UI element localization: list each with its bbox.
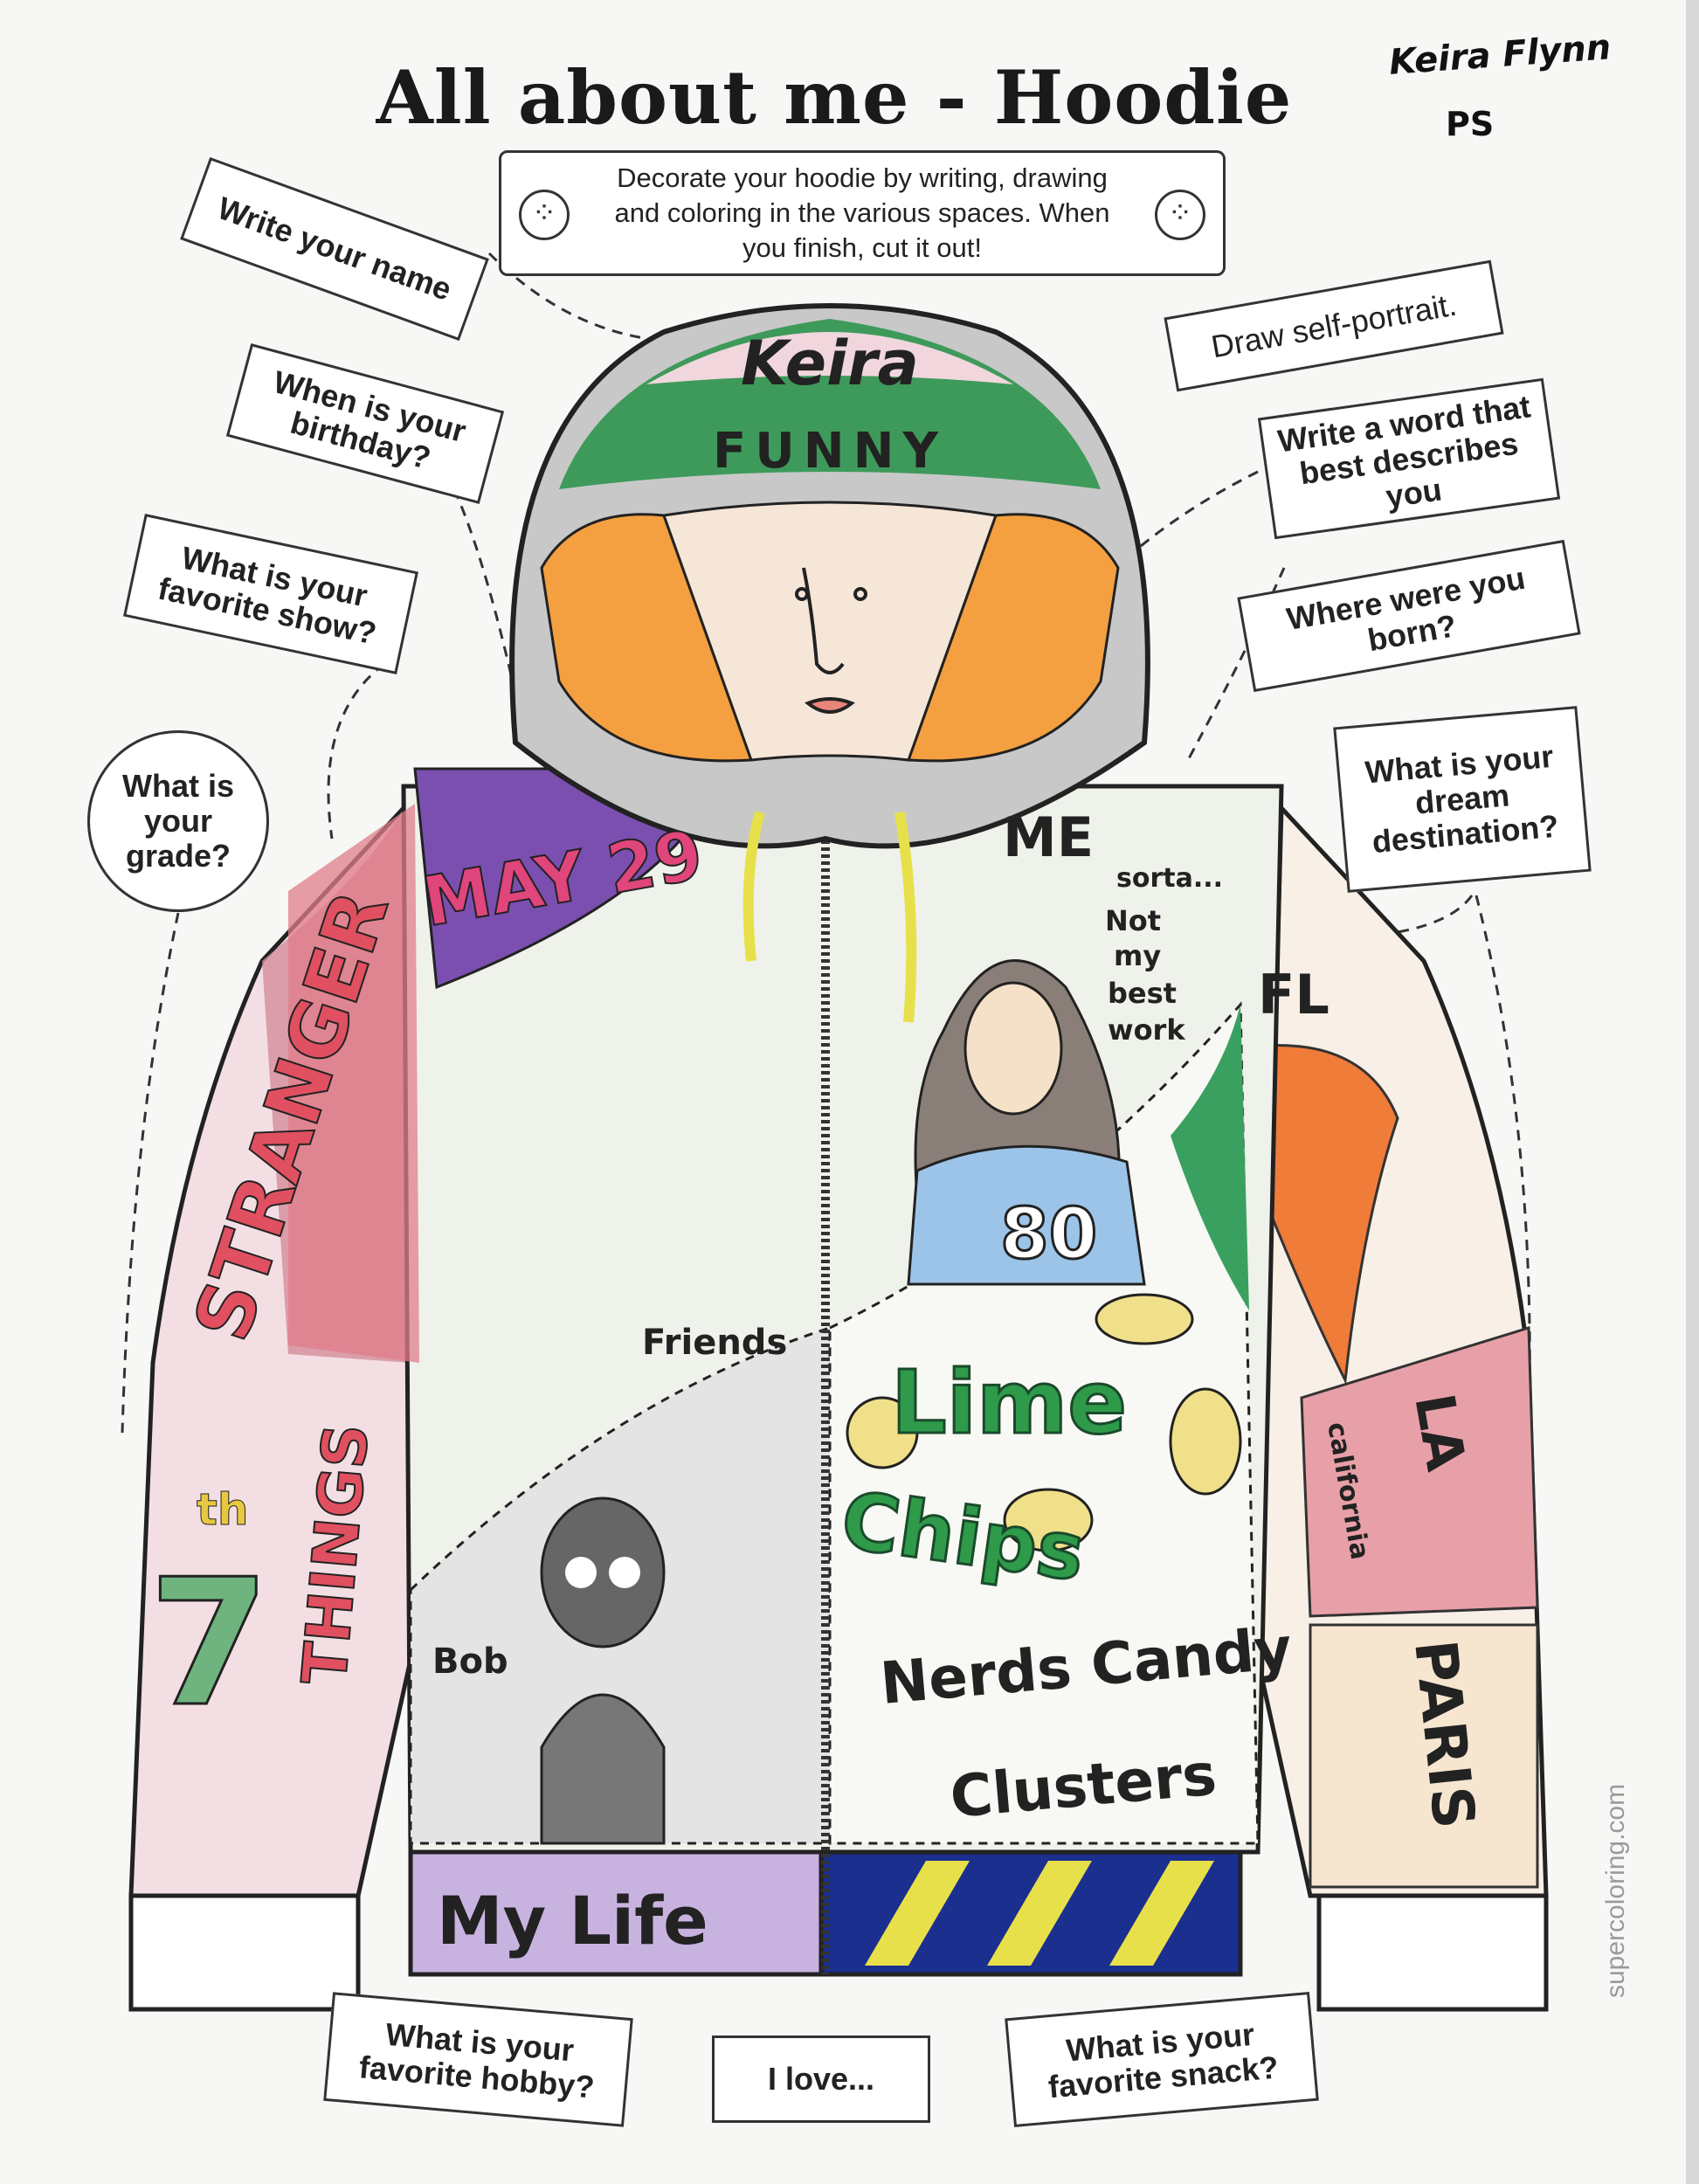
prompt-grade: What is your grade? (87, 730, 269, 912)
left-cuff (128, 1893, 361, 2012)
right-sleeve-orange-shape (1239, 1044, 1399, 1386)
portrait-note-4: best (1108, 977, 1177, 1010)
hood-name-text: Keira (741, 328, 919, 399)
grade-number: 7 (148, 1542, 270, 1745)
green-stripes (1171, 1005, 1249, 1310)
portrait-label: ME (1003, 805, 1094, 869)
student-initials: PS (1446, 105, 1495, 143)
portrait-note-3: my (1114, 939, 1161, 972)
right-sleeve-la-region (1300, 1325, 1539, 1618)
left-drawstring (742, 811, 765, 962)
show-panel (288, 804, 419, 1363)
jersey-number: 80 (1000, 1193, 1097, 1275)
portrait-note-5: work (1108, 1013, 1185, 1047)
chips-drawings (846, 1293, 1242, 1552)
waistband-stripes (865, 1861, 1214, 1966)
prompt-destination: What is your dream destination? (1333, 706, 1592, 893)
right-sleeve-paris-region (1309, 1623, 1539, 1889)
snack-text-lime: Lime (891, 1351, 1127, 1454)
face-sketch (795, 567, 867, 714)
self-portrait (907, 959, 1146, 1286)
right-cuff (1316, 1893, 1549, 2012)
portrait-note-1: sorta... (1116, 863, 1223, 894)
worksheet-title: All about me - Hoodie (376, 54, 1293, 141)
alien-name-text: Bob (432, 1641, 508, 1682)
button-icon (1155, 190, 1205, 240)
grade-suffix: th (197, 1484, 249, 1535)
right-drawstring (894, 812, 917, 1023)
hood-word-text: FUNNY (713, 423, 947, 480)
prompt-love: I love... (712, 2035, 930, 2123)
love-text: My Life (437, 1882, 708, 1959)
hood-inner-left (540, 513, 754, 763)
instructions-box: Decorate your hoodie by writing, drawing… (499, 150, 1226, 276)
instructions-text: Decorate your hoodie by writing, drawing… (614, 162, 1110, 263)
born-text: FL (1258, 963, 1330, 1026)
alien-drawing (540, 1496, 666, 1845)
friends-text: Friends (642, 1323, 787, 1363)
waistband-left (408, 1849, 824, 1977)
destination-la: LA (1402, 1389, 1478, 1476)
button-icon (519, 190, 570, 240)
portrait-note-2: Not (1105, 904, 1161, 937)
hood-inner-right (906, 513, 1120, 763)
face-area (661, 501, 998, 762)
lower-right-panel (828, 1001, 1260, 1845)
watermark: supercoloring.com (1601, 1783, 1630, 1998)
hood-name-area (646, 332, 1013, 384)
